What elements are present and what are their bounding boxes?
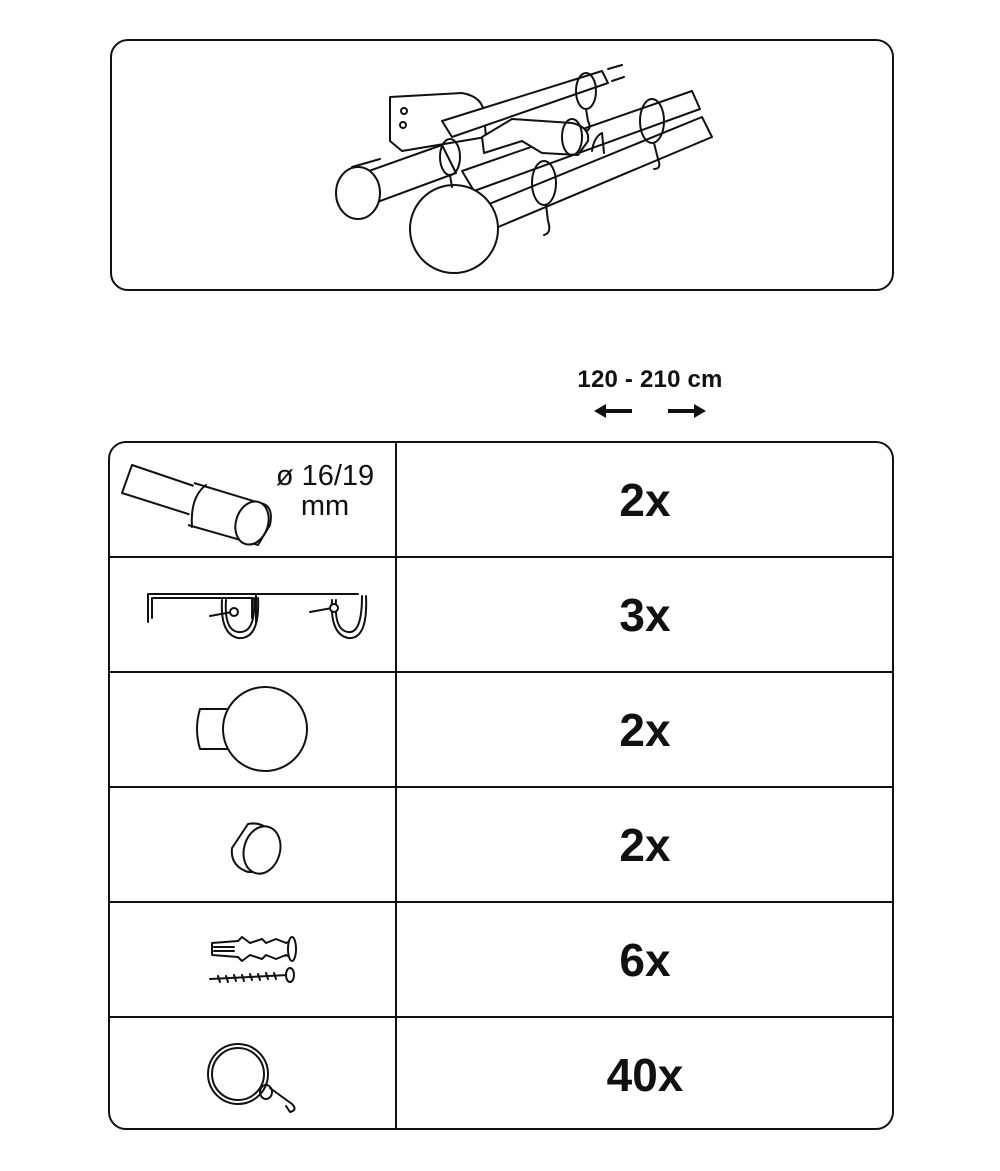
row-divider (110, 671, 892, 673)
part-quantity: 2x (619, 703, 671, 756)
part-image-cell (110, 1018, 395, 1128)
part-quantity: 2x (619, 818, 671, 871)
part-quantity: 6x (619, 933, 671, 986)
part-image-cell (110, 673, 395, 786)
diameter-unit: mm (300, 490, 350, 522)
table-row: 6x (110, 903, 892, 1016)
table-row: 2x (110, 673, 892, 786)
row-divider (110, 556, 892, 558)
part-image-cell (110, 558, 395, 671)
column-divider (395, 443, 397, 1128)
part-image-cell: ø 16/19 mm (110, 443, 395, 557)
table-row: 2x (110, 788, 892, 901)
part-quantity: 2x (619, 474, 671, 526)
rod-icon (121, 464, 272, 546)
length-label: 120 - 210 cm (577, 366, 723, 393)
rod-diameter-label: ø 16/19 mm (260, 461, 390, 521)
curtain-ring-icon (207, 1043, 296, 1113)
wall-plug-and-screw-icon (209, 936, 297, 983)
table-row: 3x (110, 558, 892, 671)
table-row: 40x (110, 1018, 892, 1128)
parts-list-table: ø 16/19 mm 2x 3x (108, 441, 894, 1130)
diameter-value: ø 16/19 (275, 460, 375, 492)
part-quantity: 40x (606, 1049, 684, 1101)
assembly-illustration-panel (110, 39, 894, 291)
end-cap-icon (230, 822, 282, 875)
row-divider (110, 901, 892, 903)
part-image-cell (110, 903, 395, 1016)
table-row: ø 16/19 mm 2x (110, 443, 892, 557)
part-quantity: 3x (619, 588, 671, 641)
rod-length-range: 120 - 210 cm (560, 366, 740, 418)
row-divider (110, 1016, 892, 1018)
double-bracket-icon (147, 593, 368, 640)
curtain-rod-assembly-icon (335, 64, 713, 274)
row-divider (110, 786, 892, 788)
ball-finial-icon (196, 686, 308, 772)
part-image-cell (110, 788, 395, 901)
extend-arrows-icon (594, 404, 706, 418)
